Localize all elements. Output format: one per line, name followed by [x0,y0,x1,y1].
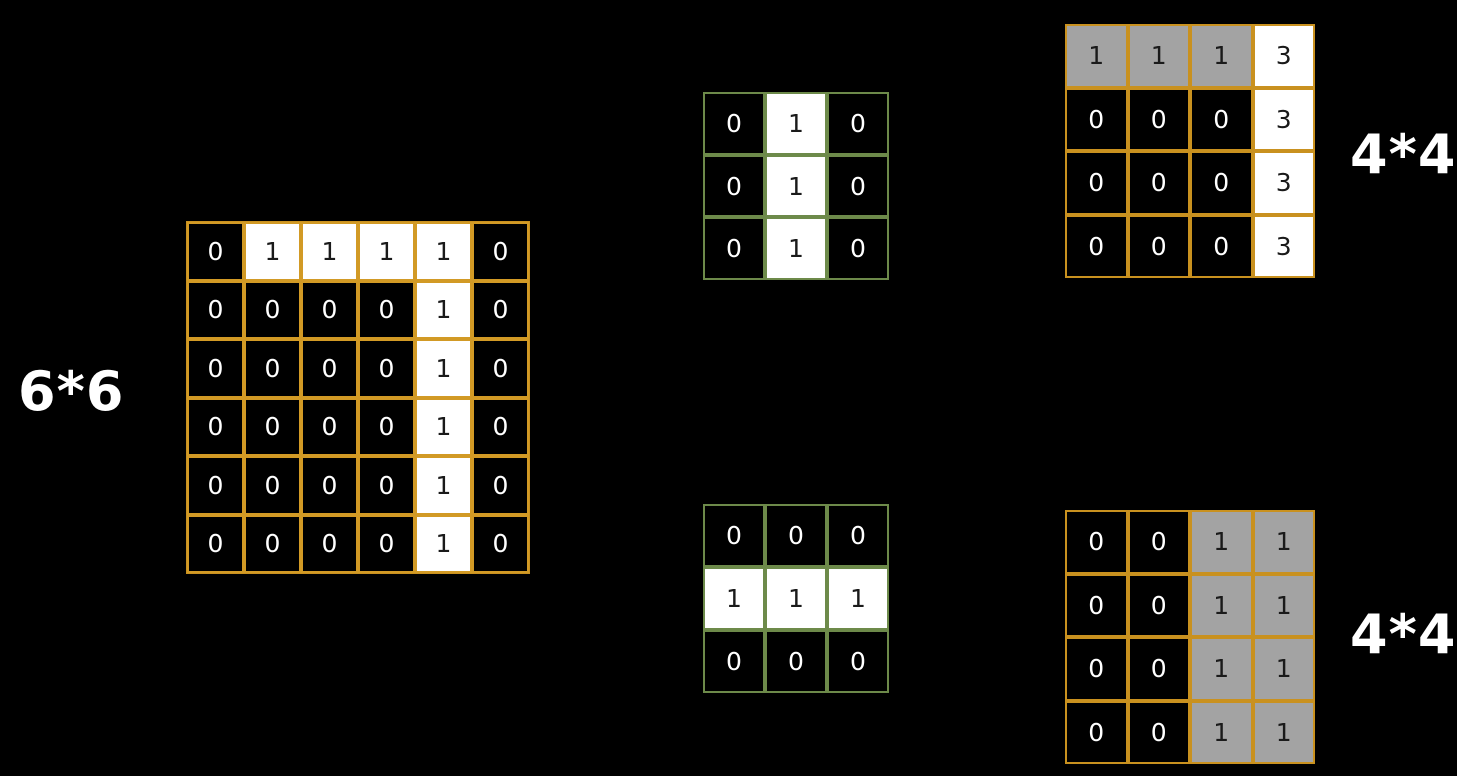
matrix-cell: 0 [187,222,244,281]
matrix-cell: 0 [1190,214,1253,278]
matrix-cell: 0 [703,630,765,693]
matrix-cell: 1 [244,222,301,281]
matrix-cell: 1 [415,222,472,281]
matrix-cell: 0 [1065,151,1128,215]
matrix-cell: 0 [1127,214,1190,278]
matrix-cell: 0 [244,456,301,515]
matrix-cell: 1 [765,567,827,630]
matrix-cell: 0 [1065,87,1128,151]
matrix-cell: 1 [765,154,827,218]
matrix-cell: 0 [1127,87,1190,151]
matrix-cell: 0 [1065,637,1128,701]
matrix-cell: 0 [187,339,244,398]
matrix-cell: 1 [827,567,889,630]
matrix-cell: 0 [244,514,301,573]
matrix-cell: 0 [301,339,358,398]
matrix-cell: 1 [1127,24,1190,88]
matrix-cell: 1 [301,222,358,281]
matrix-cell: 0 [1065,573,1128,637]
matrix-cell: 0 [1065,510,1128,574]
matrix-cell: 0 [244,397,301,456]
matrix-cell: 0 [827,217,889,281]
matrix-cell: 1 [1190,573,1253,637]
matrix-cell: 1 [1190,637,1253,701]
matrix-cell: 1 [1252,510,1315,574]
vertical-output-size-label: 4*4 [1350,123,1457,186]
matrix-cell: 1 [1252,637,1315,701]
matrix-cell: 0 [1190,87,1253,151]
matrix-cell: 1 [1190,24,1253,88]
matrix-cell: 0 [703,92,765,155]
matrix-cell: 0 [301,397,358,456]
matrix-cell: 0 [358,339,415,398]
matrix-cell: 0 [1065,700,1128,764]
matrix-cell: 0 [358,397,415,456]
matrix-cell: 1 [703,567,765,630]
matrix-cell: 0 [703,217,765,281]
matrix-cell: 0 [1127,151,1190,215]
matrix-cell: 1 [358,222,415,281]
matrix-cell: 0 [1190,151,1253,215]
matrix-cell: 0 [827,630,889,693]
matrix-cell: 0 [472,339,529,398]
matrix-cell: 0 [1127,573,1190,637]
matrix-cell: 0 [1127,700,1190,764]
matrix-cell: 1 [1190,700,1253,764]
matrix-cell: 0 [187,280,244,339]
matrix-cell: 1 [415,514,472,573]
matrix-cell: 0 [703,154,765,218]
matrix-cell: 3 [1252,151,1315,215]
matrix-cell: 1 [765,92,827,155]
matrix-cell: 1 [1252,700,1315,764]
matrix-cell: 0 [765,630,827,693]
matrix-cell: 0 [358,456,415,515]
matrix-cell: 0 [187,514,244,573]
matrix-cell: 0 [301,514,358,573]
matrix-cell: 0 [1065,214,1128,278]
horizontal-output-size-label: 4*4 [1350,603,1457,666]
matrix-cell: 1 [765,217,827,281]
matrix-cell: 0 [765,504,827,567]
matrix-cell: 0 [187,456,244,515]
matrix-cell: 1 [415,339,472,398]
matrix-cell: 3 [1252,87,1315,151]
matrix-cell: 0 [827,504,889,567]
matrix-cell: 1 [415,456,472,515]
matrix-cell: 0 [703,504,765,567]
matrix-cell: 3 [1252,214,1315,278]
matrix-cell: 0 [472,397,529,456]
matrix-cell: 1 [1252,573,1315,637]
matrix-cell: 0 [301,456,358,515]
matrix-cell: 1 [415,280,472,339]
matrix-cell: 0 [472,280,529,339]
matrix-cell: 0 [244,280,301,339]
matrix-cell: 0 [358,280,415,339]
matrix-cell: 0 [827,154,889,218]
matrix-cell: 0 [358,514,415,573]
matrix-cell: 0 [1127,510,1190,574]
matrix-cell: 0 [244,339,301,398]
matrix-cell: 0 [472,514,529,573]
matrix-cell: 0 [301,280,358,339]
matrix-cell: 0 [827,92,889,155]
input-size-label: 6*6 [18,360,125,423]
matrix-cell: 0 [187,397,244,456]
matrix-cell: 0 [1127,637,1190,701]
matrix-cell: 1 [1190,510,1253,574]
matrix-cell: 3 [1252,24,1315,88]
matrix-cell: 1 [1065,24,1128,88]
matrix-cell: 0 [472,456,529,515]
matrix-cell: 1 [415,397,472,456]
matrix-cell: 0 [472,222,529,281]
